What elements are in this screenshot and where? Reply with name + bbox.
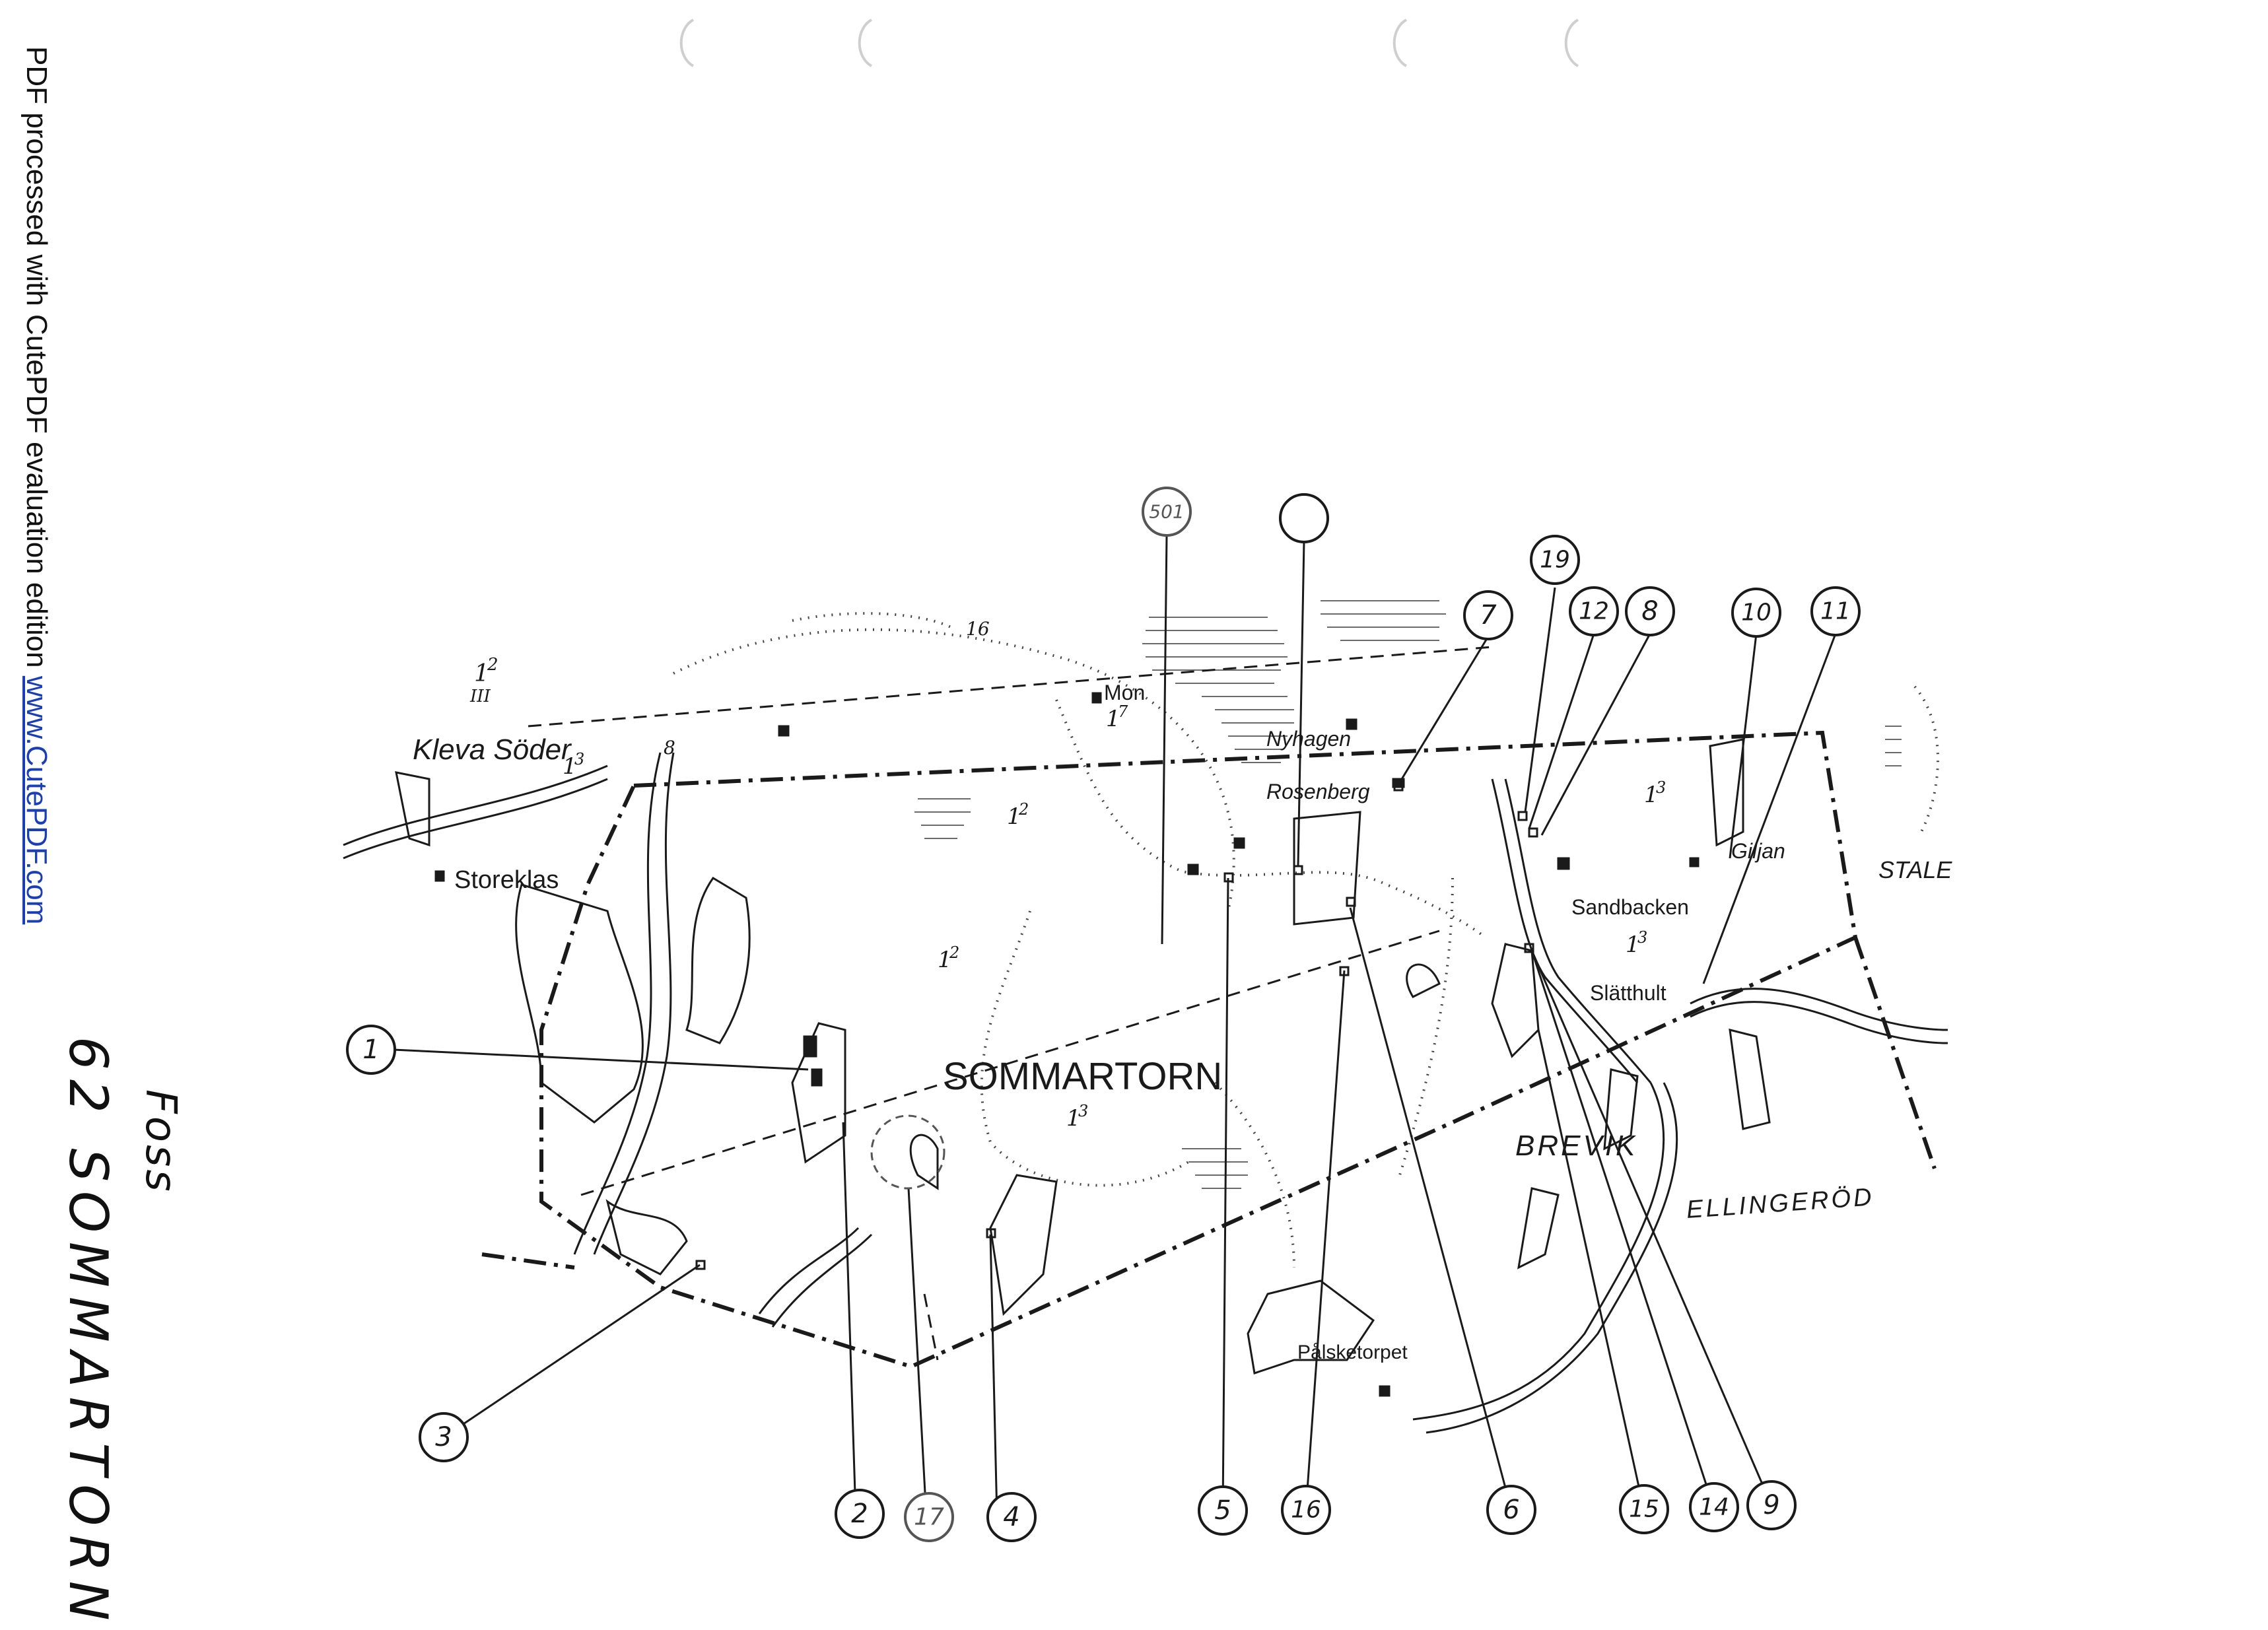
callout-circle-2 (835, 1489, 885, 1539)
callout-circle-9 (1746, 1480, 1797, 1530)
callout-circle-19 (1530, 535, 1580, 585)
callout-leader-lines (393, 534, 1837, 1518)
label-stale: STALE (1878, 856, 1952, 883)
parcel-roman: III (469, 687, 491, 706)
callout-numbers: 1 2 3 4 5 6 7 8 9 10 11 12 14 15 16 17 1… (362, 501, 1851, 1533)
label-mon: Mon (1104, 681, 1145, 704)
hole-punch-marks (679, 18, 1579, 67)
place-labels: SOMMARTORN Kleva Söder Storeklas Mon Nyh… (413, 681, 1952, 1363)
parcel-a-sup: 2 (1018, 800, 1029, 819)
callout-number-8: 8 (1641, 596, 1658, 627)
label-brevik: BREVIK (1515, 1130, 1637, 1162)
field-outlines (395, 738, 1771, 1375)
callout-circle-501 (1142, 487, 1192, 537)
small-markers (695, 781, 1538, 1270)
dotted-paths (673, 612, 1939, 1268)
callout-number-12: 12 (1579, 598, 1609, 625)
parcel-numbers: 1 2 III 1 3 1 7 1 2 1 2 1 3 1 3 1 3 8 16 (469, 618, 1666, 1132)
callout-circle-17 (904, 1492, 954, 1542)
label-slatthult: Slätthult (1590, 981, 1667, 1005)
callout-circle-11 (1810, 586, 1861, 636)
callout-number-9: 9 (1763, 1490, 1779, 1520)
callout-circle-7 (1463, 590, 1513, 640)
parcel-kleva-1: 1 (474, 660, 489, 687)
callout-circle-5 (1198, 1485, 1248, 1536)
label-sommartorn: SOMMARTORN (943, 1055, 1222, 1098)
parcel-c-sup: 3 (1656, 778, 1666, 797)
parcel-a-1: 1 (1007, 803, 1021, 830)
callout-number-15: 15 (1629, 1496, 1659, 1523)
callout-number-4: 4 (1003, 1502, 1019, 1532)
callout-number-501: 501 (1149, 501, 1184, 523)
parcel-kleva-sup: 2 (487, 655, 498, 675)
callout-circle-15 (1619, 1484, 1669, 1534)
roads (343, 752, 1948, 1434)
parcel-b-1: 1 (938, 947, 952, 973)
estate-boundary (528, 646, 1493, 1361)
callout-circle-10 (1731, 588, 1781, 638)
label-ellingerod: ELLINGERÖD (1686, 1183, 1875, 1224)
callout-number-5: 5 (1214, 1495, 1231, 1526)
callout-circle-3 (419, 1412, 469, 1462)
callout-number-2: 2 (851, 1499, 868, 1529)
callout-circle-12 (1569, 586, 1619, 636)
callout-number-19: 19 (1540, 547, 1570, 574)
parcel-d-sup: 3 (1637, 928, 1647, 947)
callout-circle-6 (1486, 1485, 1536, 1535)
parcel-8: 8 (664, 737, 675, 759)
callout-circle-16 (1281, 1485, 1331, 1535)
callout-number-11: 11 (1820, 598, 1851, 625)
callout-circle-14 (1689, 1482, 1739, 1532)
dashed-circle-17 (870, 1114, 945, 1190)
callout-number-3: 3 (435, 1422, 452, 1452)
parcel-b-sup: 2 (949, 943, 959, 962)
buildings (434, 692, 1700, 1397)
parcel-kleva13-sup: 3 (574, 750, 584, 768)
label-storeklas: Storeklas (454, 866, 559, 894)
callout-number-7: 7 (1480, 600, 1497, 630)
label-palsketorpet: Pålsketorpet (1297, 1341, 1408, 1363)
label-kleva-soder: Kleva Söder (413, 733, 572, 766)
label-nyhagen: Nyhagen (1266, 727, 1351, 751)
parcel-d-1: 1 (1626, 932, 1640, 958)
callout-circles (346, 487, 1861, 1542)
hatched-field-areas (914, 600, 1902, 1189)
label-rosenberg: Rosenberg (1266, 780, 1370, 803)
label-giljan: Giljan (1731, 839, 1785, 863)
callout-number-10: 10 (1741, 599, 1771, 627)
callout-circle-1 (346, 1025, 396, 1075)
callout-number-16: 16 (1291, 1497, 1321, 1524)
callout-number-17: 17 (914, 1504, 944, 1531)
callout-number-14: 14 (1699, 1494, 1729, 1521)
parish-boundary (481, 730, 1937, 1369)
scanned-map-page: PDF processed with CutePDF evaluation ed… (20, 18, 1953, 1630)
callout-number-6: 6 (1503, 1495, 1519, 1525)
callout-circle-blank (1279, 493, 1329, 543)
callout-circle-8 (1625, 586, 1675, 636)
parcel-kleva13-1: 1 (563, 753, 577, 780)
map-drawing: 1 2 3 4 5 6 7 8 9 10 11 12 14 15 16 17 1… (343, 18, 1952, 1542)
parcel-mon-1: 1 (1106, 706, 1120, 732)
parcel-som-1: 1 (1066, 1105, 1081, 1132)
parcel-c-1: 1 (1644, 782, 1659, 808)
callout-circle-4 (986, 1492, 1037, 1542)
callout-number-1: 1 (362, 1035, 379, 1065)
parcel-mon-sup: 7 (1118, 702, 1128, 721)
parcel-16: 16 (966, 618, 990, 640)
parcel-som-sup: 3 (1078, 1102, 1088, 1120)
label-sandbacken: Sandbacken (1571, 895, 1689, 919)
